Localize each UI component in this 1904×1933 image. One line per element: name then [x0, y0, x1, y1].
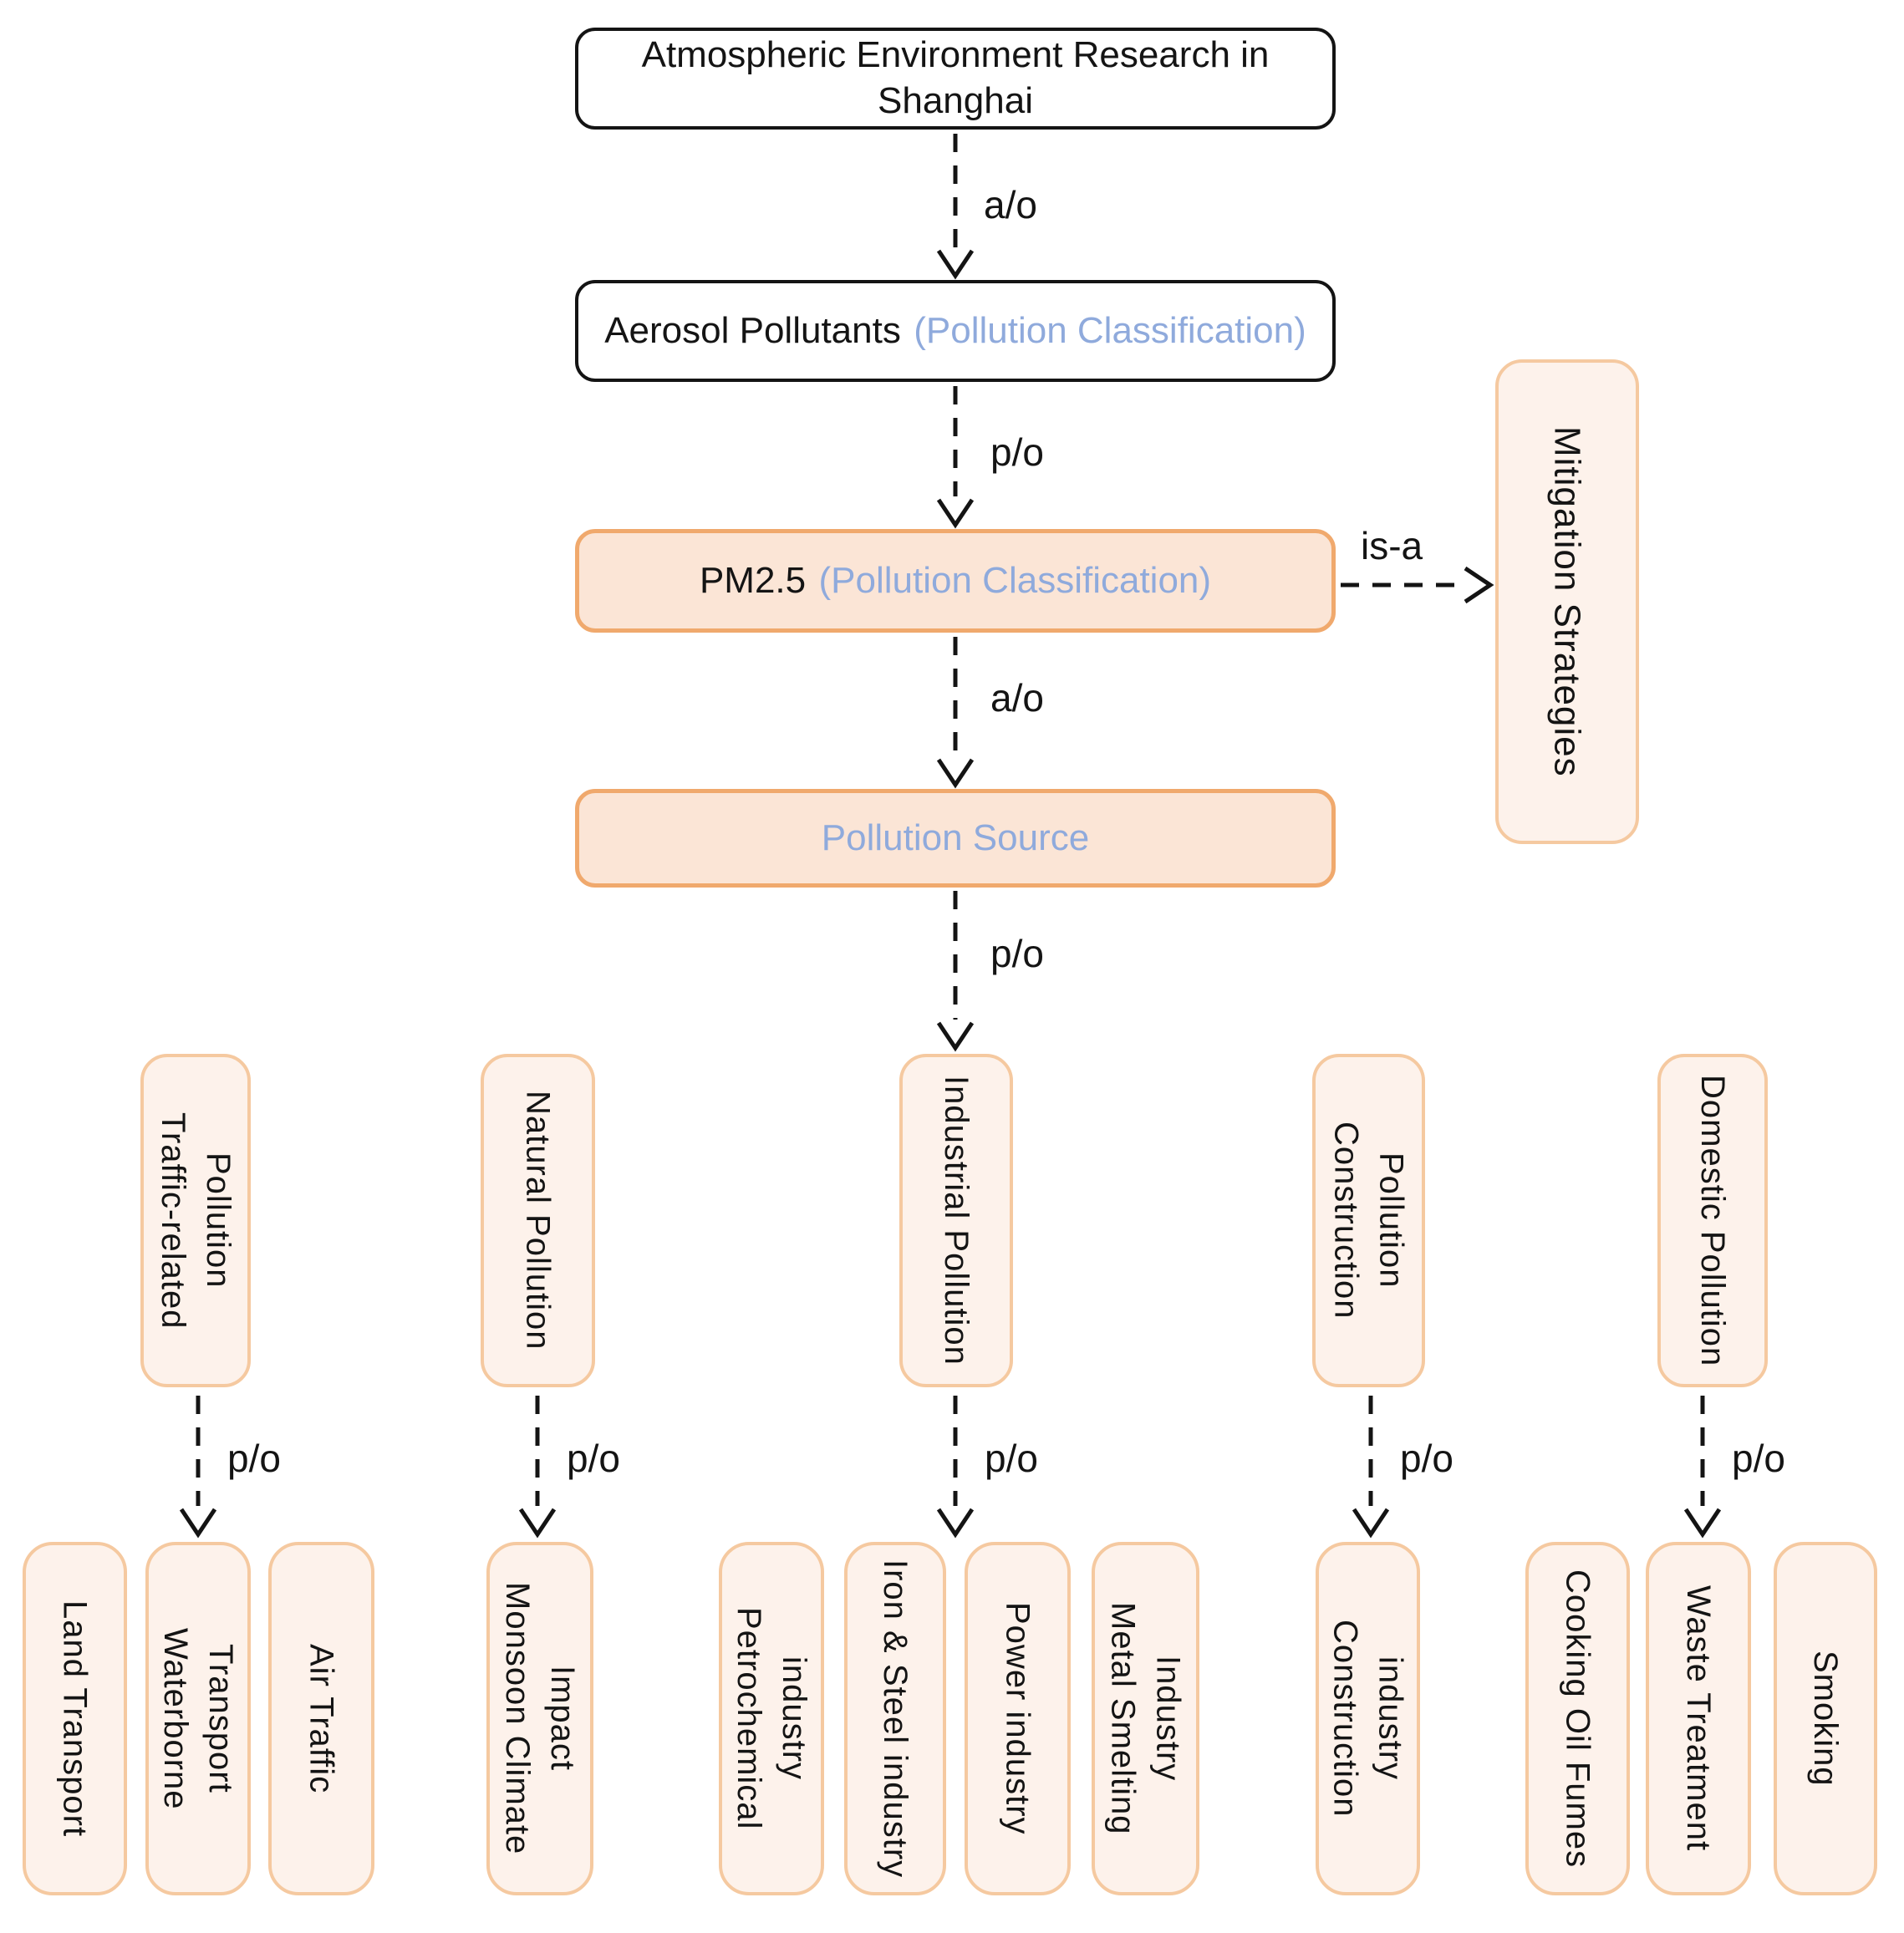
edge-pm25-mitigation-arrow — [1341, 566, 1494, 604]
node-category-traffic-related-pollution: Traffic-related Pollution — [140, 1054, 251, 1387]
node-pm25: PM2.5 (Pollution Classification) — [575, 529, 1336, 633]
node-pollution-source-label: Pollution Source — [821, 816, 1090, 858]
node-leaf-air-traffic: Air Traffic — [268, 1542, 374, 1895]
edge-construction-leaves-arrow — [1352, 1396, 1390, 1539]
node-leaf-waste-treatment: Waste Treatment — [1646, 1542, 1751, 1895]
edge-label-traffic-leaves: p/o — [227, 1437, 281, 1480]
node-research-topic-label: Atmospheric Environment Research in Shan… — [641, 34, 1270, 121]
leaf-label: Metal Smelting Industry — [1104, 1602, 1187, 1835]
node-pm25-label: PM2.5 — [699, 559, 807, 601]
node-leaf-cooking-oil-fumes: Cooking Oil Fumes — [1525, 1542, 1630, 1895]
category-label: Construction Pollution — [1327, 1122, 1410, 1320]
node-pm25-annotation: (Pollution Classification) — [818, 559, 1212, 601]
edge-label-construction-leaves: p/o — [1400, 1437, 1453, 1480]
edge-label-natural-leaves: p/o — [567, 1437, 620, 1480]
leaf-label: Monsoon Climate Impact — [499, 1582, 581, 1855]
edge-natural-leaves-arrow — [518, 1396, 557, 1539]
leaf-label: Waste Treatment — [1680, 1585, 1717, 1852]
node-research-topic: Atmospheric Environment Research in Shan… — [575, 28, 1336, 130]
edge-pm25-source-arrow — [936, 637, 975, 789]
node-mitigation-strategies-label: Mitigation Strategies — [1546, 426, 1588, 777]
node-category-industrial-pollution: Industrial Pollution — [899, 1054, 1013, 1387]
edge-label-pm25-mitigation: is-a — [1361, 524, 1423, 567]
edge-label-domestic-leaves: p/o — [1732, 1437, 1785, 1480]
category-label: Industrial Pollution — [938, 1076, 975, 1366]
node-leaf-waterborne-transport: Waterborne Transport — [145, 1542, 251, 1895]
leaf-label: Power industry — [999, 1602, 1036, 1835]
node-category-construction-pollution: Construction Pollution — [1312, 1054, 1425, 1387]
leaf-label: Smoking — [1807, 1651, 1844, 1787]
leaf-label: Petrochemical industry — [731, 1607, 812, 1830]
edge-aerosol-pm25-arrow — [936, 386, 975, 529]
edge-label-pm25-source: a/o — [990, 676, 1044, 720]
edge-root-aerosol-arrow — [936, 134, 975, 280]
category-label: Natural Pollution — [519, 1091, 557, 1351]
node-leaf-power-industry: Power industry — [965, 1542, 1071, 1895]
edge-label-source-categories: p/o — [990, 932, 1044, 975]
leaf-label: Construction industry — [1326, 1620, 1409, 1818]
edge-industrial-leaves-arrow — [936, 1396, 975, 1539]
edge-source-categories-arrow — [936, 891, 975, 1052]
node-category-natural-pollution: Natural Pollution — [481, 1054, 595, 1387]
node-leaf-monsoon-climate-impact: Monsoon Climate Impact — [486, 1542, 593, 1895]
leaf-label: Land Transport — [56, 1600, 94, 1838]
edge-label-aerosol-pm25: p/o — [990, 430, 1044, 474]
node-aerosol-pollutants-annotation: (Pollution Classification) — [914, 309, 1306, 351]
edge-label-industrial-leaves: p/o — [985, 1437, 1038, 1480]
leaf-label: Cooking Oil Fumes — [1559, 1569, 1596, 1869]
category-label: Traffic-related Pollution — [155, 1111, 237, 1330]
node-pollution-source: Pollution Source — [575, 789, 1336, 888]
category-label: Domestic Pollution — [1694, 1074, 1731, 1367]
node-leaf-construction-industry: Construction industry — [1316, 1542, 1420, 1895]
node-leaf-petrochemical-industry: Petrochemical industry — [719, 1542, 824, 1895]
node-aerosol-pollutants-label: Aerosol Pollutants — [604, 309, 901, 351]
edge-domestic-leaves-arrow — [1683, 1396, 1722, 1539]
leaf-label: Waterborne Transport — [157, 1627, 239, 1810]
node-leaf-smoking: Smoking — [1774, 1542, 1877, 1895]
edge-traffic-leaves-arrow — [179, 1396, 217, 1539]
node-aerosol-pollutants: Aerosol Pollutants (Pollution Classificat… — [575, 280, 1336, 382]
leaf-label: Air Traffic — [303, 1643, 340, 1794]
node-leaf-iron-steel-industry: Iron & Steel industry — [844, 1542, 946, 1895]
node-category-domestic-pollution: Domestic Pollution — [1657, 1054, 1768, 1387]
node-leaf-land-transport: Land Transport — [23, 1542, 127, 1895]
edge-label-root-aerosol: a/o — [984, 183, 1037, 226]
node-mitigation-strategies: Mitigation Strategies — [1495, 359, 1639, 844]
leaf-label: Iron & Steel industry — [877, 1559, 914, 1879]
node-leaf-metal-smelting-industry: Metal Smelting Industry — [1092, 1542, 1199, 1895]
